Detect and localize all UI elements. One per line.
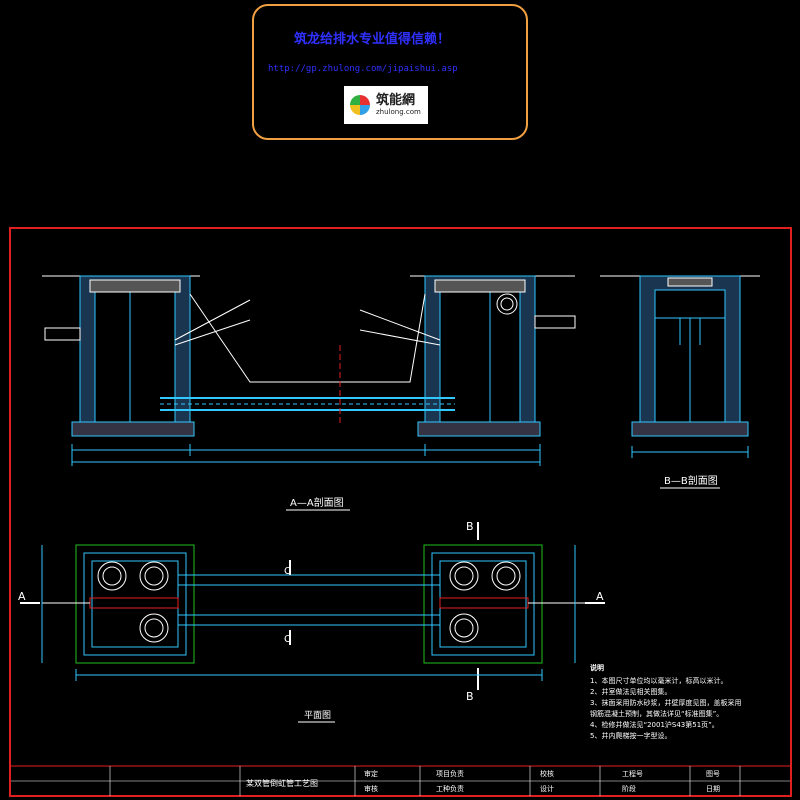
marker-b-bottom: B [466,690,474,703]
note-item: 5、井内爬梯按一字型设。 [590,732,672,740]
plan-view [20,522,605,690]
tb-label-date: 日期 [706,785,720,793]
tb-label-stage: 阶段 [622,785,636,793]
drawing-name: 某双管倒虹管工艺图 [246,778,318,788]
marker-c-top: C [284,566,291,577]
notes: 说明 1、本图尺寸单位均以毫米计，标高以米计。 2、井室做法见相关图集。 3、抹… [590,663,741,742]
tb-label-review: 审核 [364,785,378,793]
banner: 筑龙给排水专业值得信赖！ http://gp.zhulong.com/jipai… [252,4,528,140]
note-item: 钢筋混凝土预制，其做法详见“标准图集”。 [590,710,724,718]
tb-label-approve: 审定 [364,770,378,778]
tb-label-drawing-no: 图号 [706,770,720,778]
title-block [11,765,790,796]
plan-title: 平面图 [304,710,331,721]
tb-label-discipline-lead: 工种负责 [436,785,464,793]
note-item: 3、抹面采用防水砂浆，井壁厚度见图，盖板采用 [590,699,742,707]
note-item: 1、本图尺寸单位均以毫米计，标高以米计。 [590,677,728,685]
marker-a-right: A [596,590,604,603]
banner-url[interactable]: http://gp.zhulong.com/jipaishui.asp [268,64,458,74]
drawing-frame [9,227,792,797]
marker-b-top: B [466,520,474,533]
logo[interactable]: 筑能網 zhulong.com [344,86,428,124]
note-item: 2、井室做法见相关图集。 [590,688,672,696]
logo-pinwheel-icon [350,95,370,115]
notes-heading: 说明 [590,664,604,672]
tb-label-check: 校核 [540,770,554,778]
logo-chinese-text: 筑能網 [376,93,416,108]
section-bb [600,275,760,458]
section-aa [42,275,576,466]
marker-c-bottom: C [284,634,291,645]
section-aa-title: A—A剖面图 [290,496,344,509]
tb-label-project-no: 工程号 [622,770,643,778]
tb-label-project-lead: 项目负责 [436,770,464,778]
logo-english-text: zhulong.com [376,108,421,116]
tb-label-design: 设计 [540,785,554,793]
marker-a-left: A [18,590,26,603]
section-bb-title: B—B剖面图 [664,474,718,487]
note-item: 4、检修井做法见“2001沪S43第51页”。 [590,721,719,729]
banner-title: 筑龙给排水专业值得信赖！ [294,32,451,47]
